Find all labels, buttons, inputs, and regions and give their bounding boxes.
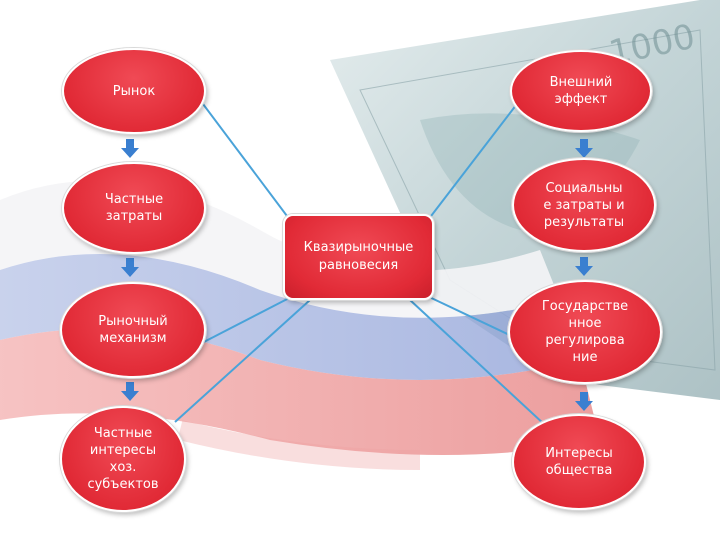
node-quasi-market-equilibrium: Квазирыночные равновесия [283,214,434,300]
down-arrow-icon [121,139,139,158]
connector-society-center [409,299,546,426]
node-private-interests: Частные интересы хоз. субъектов [60,406,186,512]
connector-mechanism-center [197,294,296,346]
node-external-effect: Внешний эффект [510,50,652,132]
connector-regulation-center [424,294,521,341]
down-arrow-icon [575,257,593,276]
connector-effect-center [427,99,521,221]
node-social-costs: Социальны е затраты и результаты [512,158,656,252]
connector-interests-center [174,299,311,423]
node-private-costs: Частные затраты [62,162,206,254]
down-arrow-icon [575,139,593,158]
connector-market-center [199,99,291,221]
node-market-mechanism: Рыночный механизм [60,282,206,378]
node-market: Рынок [62,48,206,134]
down-arrow-icon [575,392,593,411]
node-society-interests: Интересы общества [512,414,646,510]
node-state-regulation: Государстве нное регулирова ние [508,280,662,384]
down-arrow-icon [121,258,139,277]
down-arrow-icon [121,382,139,401]
